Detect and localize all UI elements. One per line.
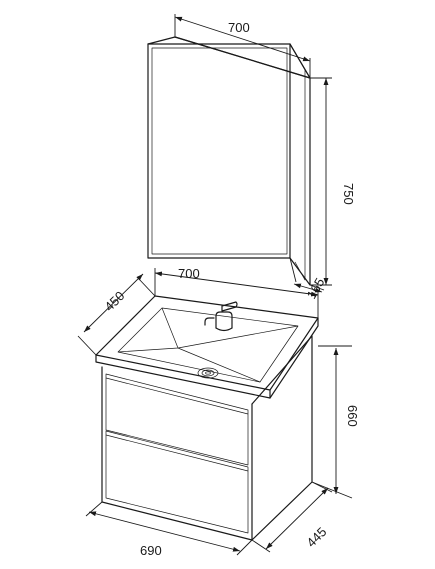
vanity-width-dimension: 690 <box>85 501 253 558</box>
upper-drawer <box>105 373 249 466</box>
vanity-unit <box>95 295 319 541</box>
basin-width-dimension: 700 <box>154 266 319 318</box>
vanity-width-label: 690 <box>140 543 162 558</box>
cabinet-height-dimension: 750 <box>310 77 356 286</box>
basin-depth-label: 450 <box>102 288 128 314</box>
cabinet-depth-dimension: 165 <box>289 257 328 302</box>
vanity-height-dimension: 660 <box>311 345 360 499</box>
basin-depth-dimension: 450 <box>77 273 156 356</box>
cabinet-height-label: 750 <box>341 183 356 205</box>
cabinet-width-dimension: 700 <box>174 14 311 78</box>
vanity-depth-dimension: 445 <box>251 481 333 553</box>
mirror-cabinet <box>147 36 311 286</box>
faucet-icon <box>204 301 238 332</box>
cabinet-depth-label: 165 <box>304 275 328 301</box>
drain-icon <box>197 367 219 379</box>
basin-width-label: 700 <box>178 266 200 281</box>
vanity-height-label: 660 <box>345 405 360 427</box>
lower-drawer <box>105 430 249 534</box>
cabinet-width-label: 700 <box>228 20 250 35</box>
vanity-depth-label: 445 <box>304 524 330 550</box>
